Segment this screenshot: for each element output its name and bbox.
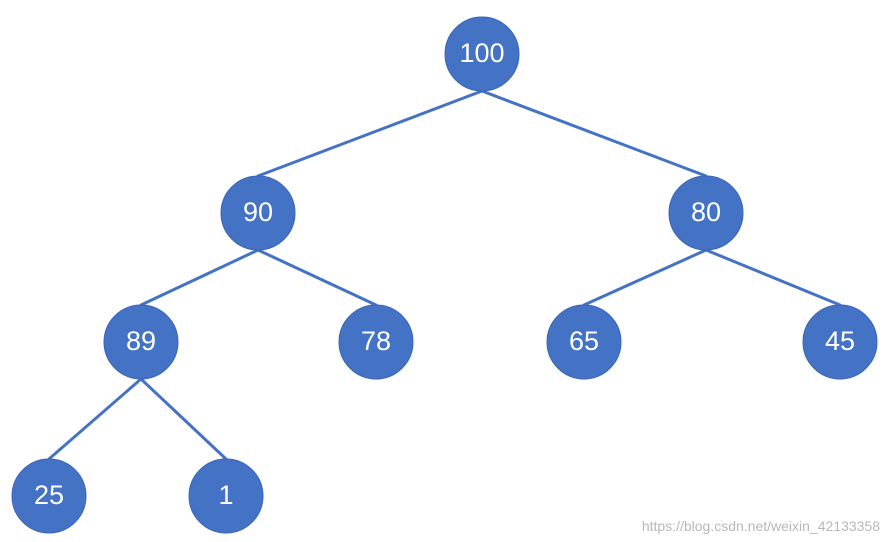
node-circle bbox=[444, 16, 520, 92]
node-circle bbox=[338, 304, 414, 380]
node-circle bbox=[668, 175, 744, 251]
edge-n90-n78 bbox=[256, 248, 378, 307]
tree-node-1: 1 bbox=[188, 458, 264, 534]
tree-node-89: 89 bbox=[103, 304, 179, 380]
edge-n80-n65 bbox=[582, 248, 708, 307]
edge-n89-n1 bbox=[139, 377, 228, 461]
nodes-layer: 100 90 80 89 78 65 45 25 1 bbox=[11, 16, 878, 534]
node-label: 45 bbox=[825, 326, 855, 356]
node-circle bbox=[546, 304, 622, 380]
node-circle bbox=[188, 458, 264, 534]
watermark: https://blog.csdn.net/weixin_42133358 bbox=[641, 518, 880, 534]
node-circle bbox=[220, 175, 296, 251]
node-label: 25 bbox=[34, 480, 64, 510]
tree-node-78: 78 bbox=[338, 304, 414, 380]
tree-node-45: 45 bbox=[802, 304, 878, 380]
tree-node-100: 100 bbox=[444, 16, 520, 92]
edge-n100-n90 bbox=[256, 89, 484, 178]
node-label: 1 bbox=[218, 480, 233, 510]
edge-n100-n80 bbox=[480, 89, 708, 178]
tree-node-65: 65 bbox=[546, 304, 622, 380]
tree-node-80: 80 bbox=[668, 175, 744, 251]
node-circle bbox=[103, 304, 179, 380]
edge-n80-n45 bbox=[704, 248, 842, 307]
edges-layer bbox=[47, 89, 842, 461]
edge-n89-n25 bbox=[47, 377, 143, 461]
node-label: 90 bbox=[243, 197, 273, 227]
node-label: 78 bbox=[361, 326, 391, 356]
node-label: 100 bbox=[459, 38, 504, 68]
tree-node-90: 90 bbox=[220, 175, 296, 251]
node-circle bbox=[802, 304, 878, 380]
node-label: 89 bbox=[126, 326, 156, 356]
edge-n90-n89 bbox=[139, 248, 260, 307]
node-label: 80 bbox=[691, 197, 721, 227]
tree-node-25: 25 bbox=[11, 458, 87, 534]
node-circle bbox=[11, 458, 87, 534]
node-label: 65 bbox=[569, 326, 599, 356]
